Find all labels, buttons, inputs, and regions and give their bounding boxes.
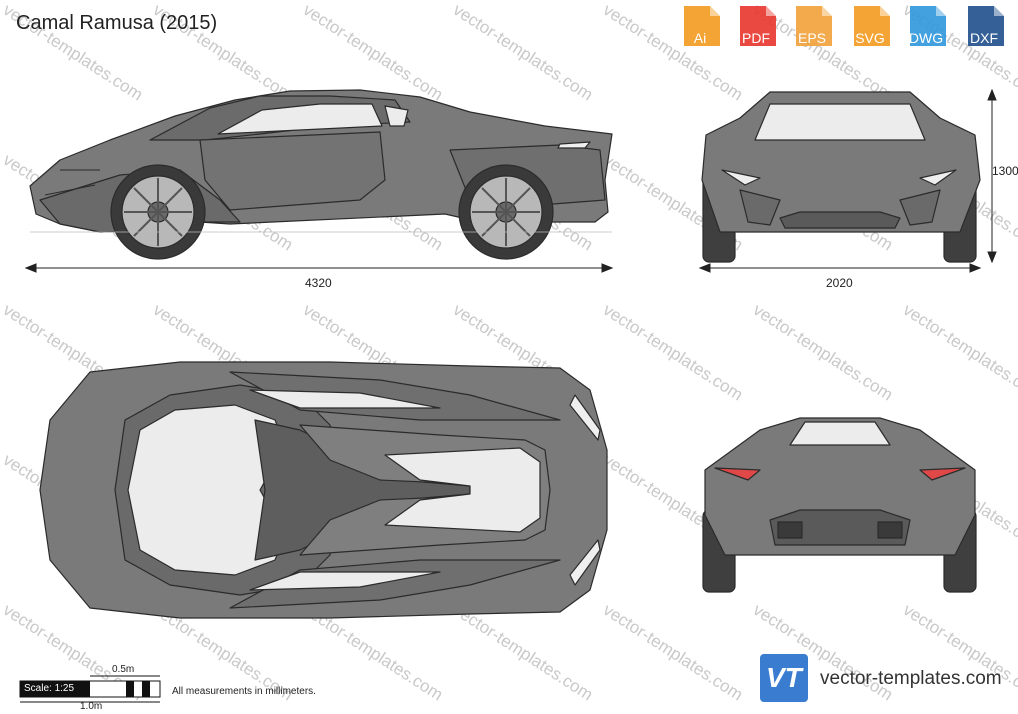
format-badge-label: Ai (693, 30, 707, 46)
file-icon (740, 6, 776, 46)
height-dimension-label: 1300 (992, 164, 1018, 178)
format-badge-dxf[interactable]: DXF (960, 4, 1008, 48)
scale-label: Scale: 1:25 (24, 683, 75, 694)
format-badge-eps[interactable]: EPS (788, 4, 836, 48)
width-dimension-label: 2020 (826, 276, 853, 290)
side-view (29, 89, 613, 260)
height-dimension-line (987, 88, 997, 264)
brand-name[interactable]: vector-templates.com (820, 668, 1002, 689)
format-badge-label: PDF (742, 30, 770, 46)
vt-logo-text: VT (766, 662, 802, 693)
scale-bar (19, 675, 161, 703)
format-badge-label: SVG (855, 30, 885, 46)
format-badge-pdf[interactable]: PDF (732, 4, 780, 48)
rear-view (702, 417, 977, 593)
file-icon (910, 6, 946, 46)
format-badge-label: DXF (970, 30, 998, 46)
page-title: Camal Ramusa (2015) (16, 12, 218, 34)
file-icon (684, 6, 720, 46)
length-dimension-label: 4320 (305, 276, 332, 290)
file-icon (796, 6, 832, 46)
format-badge-svg[interactable]: SVG (846, 4, 894, 48)
vt-logo (760, 654, 808, 702)
scale-half-meter-label: 0.5m (112, 664, 135, 675)
top-view (39, 361, 608, 619)
format-badge-label: DWG (908, 30, 944, 46)
scale-one-meter-label: 1.0m (80, 701, 103, 712)
width-dimension-line (698, 263, 982, 273)
length-dimension-line (24, 263, 614, 273)
file-icon (968, 6, 1004, 46)
format-badge-dwg[interactable]: DWG (902, 4, 950, 48)
format-badge-label: EPS (797, 30, 826, 46)
measurement-note: All measurements in millimeters. (172, 686, 316, 697)
front-view (701, 91, 981, 263)
format-badge-ai[interactable]: Ai (676, 4, 724, 48)
file-icon (854, 6, 890, 46)
